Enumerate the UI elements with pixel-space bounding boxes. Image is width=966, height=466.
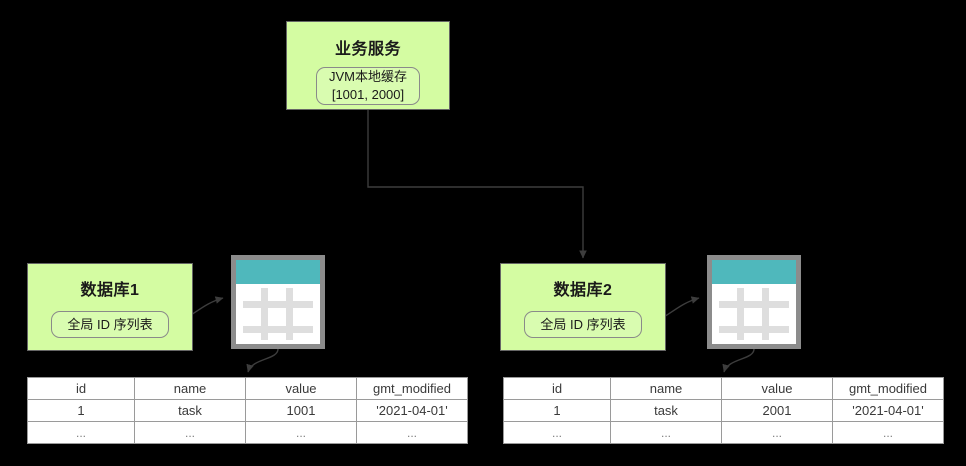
node-database-2[interactable]: 数据库2 全局 ID 序列表 [500,263,666,351]
cell-gmt-modified: ... [356,421,468,444]
cell-name: task [134,399,246,422]
cell-value: ... [721,421,833,444]
global-id-sequence-chip-2: 全局 ID 序列表 [524,311,642,338]
cell-gmt-modified: '2021-04-01' [832,399,944,422]
table-header-row: id name value gmt_modified [503,377,944,400]
column-header-value: value [245,377,357,400]
column-header-name: name [134,377,246,400]
column-header-name: name [610,377,722,400]
service-title: 业务服务 [334,41,401,58]
edge-icon2-to-table2 [722,348,755,373]
cell-id: 1 [27,399,135,422]
cell-id: ... [27,421,135,444]
column-header-id: id [503,377,611,400]
database-1-title: 数据库1 [80,282,140,299]
table-icon-grid-2 [712,284,796,344]
cell-value: ... [245,421,357,444]
cell-id: ... [503,421,611,444]
cell-name: task [610,399,722,422]
database-table-icon-2 [707,255,801,349]
table-icon-header-bar-1 [236,260,320,284]
table-header-row: id name value gmt_modified [27,377,468,400]
sequence-data-table-1: id name value gmt_modified 1 task 1001 '… [27,377,468,444]
table-row: 1 task 2001 '2021-04-01' [503,399,944,422]
cell-id: 1 [503,399,611,422]
column-header-id: id [27,377,135,400]
grid-vline [737,288,744,340]
table-icon-header-bar-2 [712,260,796,284]
grid-vline [762,288,769,340]
cell-name: ... [610,421,722,444]
column-header-gmt-modified: gmt_modified [832,377,944,400]
grid-hline [243,301,313,308]
table-row: ... ... ... ... [503,421,944,444]
edge-icon1-to-table1 [246,348,279,373]
node-database-1[interactable]: 数据库1 全局 ID 序列表 [27,263,193,351]
grid-vline [286,288,293,340]
cell-value: 2001 [721,399,833,422]
edge-service-to-db2 [367,110,587,259]
cell-value: 1001 [245,399,357,422]
grid-hline [719,326,789,333]
column-header-value: value [721,377,833,400]
cell-gmt-modified: '2021-04-01' [356,399,468,422]
grid-hline [719,301,789,308]
database-2-title: 数据库2 [553,282,613,299]
column-header-gmt-modified: gmt_modified [356,377,468,400]
cell-gmt-modified: ... [832,421,944,444]
global-id-sequence-chip-1: 全局 ID 序列表 [51,311,169,338]
node-business-service[interactable]: 业务服务 JVM本地缓存 [1001, 2000] [286,21,450,110]
grid-vline [261,288,268,340]
cell-name: ... [134,421,246,444]
grid-hline [243,326,313,333]
database-table-icon-1 [231,255,325,349]
table-row: 1 task 1001 '2021-04-01' [27,399,468,422]
table-icon-grid-1 [236,284,320,344]
jvm-local-cache-chip: JVM本地缓存 [1001, 2000] [316,67,420,105]
table-row: ... ... ... ... [27,421,468,444]
sequence-data-table-2: id name value gmt_modified 1 task 2001 '… [503,377,944,444]
